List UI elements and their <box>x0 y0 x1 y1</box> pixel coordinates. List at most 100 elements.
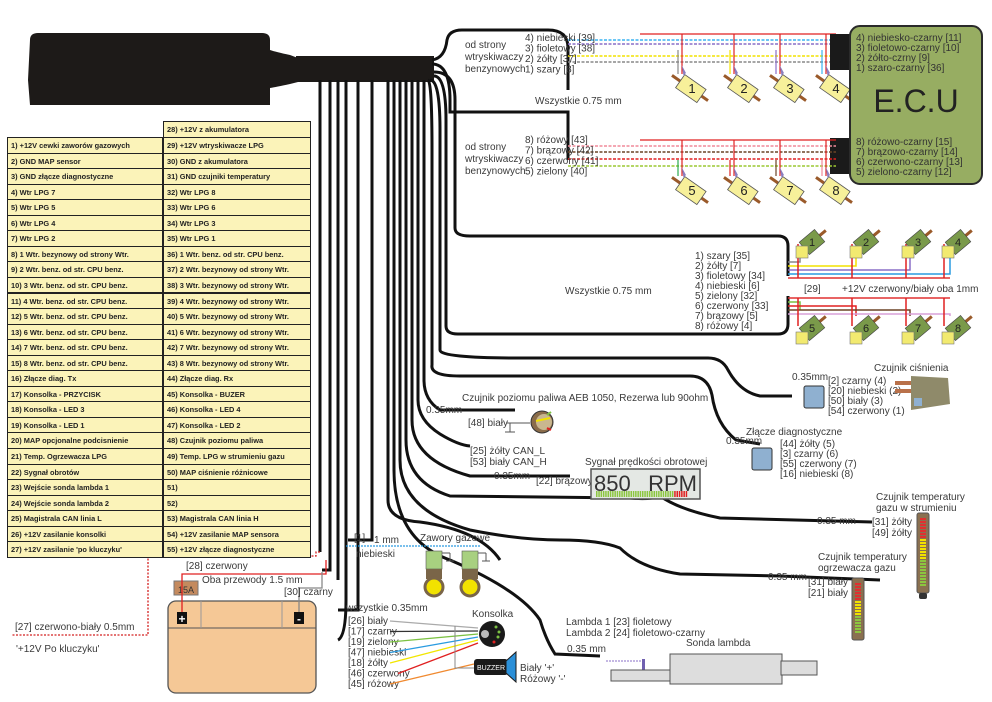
pin-row-right: 32) Wtr LPG 8 <box>163 183 311 201</box>
gas-temp-title-1: Czujnik temperatury <box>876 492 965 503</box>
lpg-injector: 3 <box>901 229 933 259</box>
rpm-bar-segment <box>646 491 649 497</box>
rpm-bar-segment <box>667 491 669 497</box>
pin-row-right: 55) +12V złącze diagnostyczne <box>163 541 311 558</box>
fuel-gauge-icon <box>505 410 554 434</box>
rpm-bar-segment <box>665 491 667 497</box>
console-wire <box>389 633 479 643</box>
injector-number: 5 <box>688 183 695 198</box>
diag-pin-label: [16] niebieski (8) <box>780 469 853 480</box>
console-wire-label: [17] czarny <box>348 627 397 638</box>
rpm-bar-segment <box>651 491 653 497</box>
ecu-pin-label: 5) zielono-czarny [12] <box>856 167 952 178</box>
pin-row-left: 10) 3 Wtr. benz. od str. CPU benz. <box>7 276 163 294</box>
fuel-sensor-title: Czujnik poziomu paliwa AEB 1050, Rezerwa… <box>462 393 708 404</box>
buzzer-pin-minus: Różowy '-' <box>520 674 566 685</box>
injector-number: 2 <box>863 237 869 249</box>
console-wire-label: [47] niebieski <box>348 648 406 659</box>
injector-number: 4 <box>955 237 961 249</box>
pin-row-left: 19) Konsolka - LED 1 <box>7 416 163 434</box>
console-wire <box>389 630 479 633</box>
top-injector-wire-label: 3) fioletowy [38] <box>525 44 595 55</box>
injector-number: 6 <box>863 323 869 335</box>
lpg-wire-bundle <box>788 250 951 316</box>
gas-temp-pin-2: [49] żółty <box>872 528 912 539</box>
lpg-wire-label: 1) szary [35] <box>695 251 750 262</box>
lpg-injector: 4 <box>941 229 973 259</box>
pin-row-left: 21) Temp. Ogrzewacza LPG <box>7 448 163 465</box>
pin-row-left: 2) GND MAP sensor <box>7 152 163 170</box>
fuse-label: 15A <box>178 585 194 595</box>
rpm-bar-segment <box>600 491 603 497</box>
pin-row-left: 17) Konsolka - PRZYCISK <box>7 385 163 403</box>
injector-number: 1 <box>809 237 815 249</box>
pin-row-left: 9) 2 Wtr. benz. od str. CPU benz. <box>7 261 163 278</box>
lpg-injector: 7 <box>901 315 933 345</box>
gas-valve-icons <box>423 550 490 598</box>
valves-title: Zawory gazowe <box>420 533 490 544</box>
main-harness <box>296 56 434 82</box>
injector-number: 3 <box>786 81 793 96</box>
battery-minus-wire-label: [30] czarny <box>284 587 333 598</box>
lpg-gauge-note: Wszystkie 0.75 mm <box>565 286 652 297</box>
heater-temp-sensor-icon <box>851 577 865 641</box>
pin-row-left: 25) Magistrala CAN linia L <box>7 510 163 527</box>
pin-row-right: 47) Konsolka - LED 2 <box>163 416 311 434</box>
console-title: Konsolka <box>472 609 514 620</box>
injector-number: 2 <box>740 81 747 96</box>
rpm-bar-segment <box>655 491 658 497</box>
lambda-title: Sonda lambda <box>686 638 751 649</box>
lpg-injector: 2 <box>849 229 881 259</box>
ignition-wire-label: [27] czerwono-biały 0.5mm <box>15 622 135 633</box>
pin-row-right: 37) 2 Wtr. bezynowy od strony Wtr. <box>163 261 311 278</box>
rpm-bar-segment <box>605 491 607 497</box>
petrol-injector: 3 <box>769 65 807 104</box>
heater-temp-pin-2: [21] biały <box>808 588 848 599</box>
rpm-bar-segment <box>623 491 626 497</box>
rpm-bar-segment <box>628 491 630 497</box>
lpg-injector: 8 <box>941 315 973 345</box>
rpm-bar-segment <box>607 491 609 497</box>
ecu-box <box>849 25 983 185</box>
rpm-bar-segment <box>683 491 685 497</box>
diag-pin-label: [44] żółty (5) <box>780 439 835 450</box>
can-h: [53] biały CAN_H <box>470 457 547 468</box>
pin-row-right: 31) GND czujniki temperatury <box>163 168 311 185</box>
rpm-bar-segment <box>637 491 639 497</box>
pin-row-right: 51) <box>163 479 311 496</box>
petrol-injector: 4 <box>815 65 853 104</box>
lpg-wire-label: 4) niebieski [6] <box>695 281 760 292</box>
top-injector-wire-bundle <box>568 39 836 63</box>
ecu-pin-label: 3) fioletowo-czarny [10] <box>856 43 960 54</box>
lambda-line-1: Lambda 1 [23] fioletowy <box>566 617 672 628</box>
diag-gauge: 0.35mm <box>726 436 762 447</box>
pin-row-left: 23) Wejście sonda lambda 1 <box>7 479 163 496</box>
pin-row-left: 24) Wejście sonda lambda 2 <box>7 494 163 512</box>
lpg-wire-label: 5) zielony [32] <box>695 291 757 302</box>
lpg-injector: 5 <box>795 315 827 345</box>
bottom-injector-side-label: wtryskiwaczy <box>464 154 523 165</box>
bottom-injector-side-label: od strony <box>465 142 506 153</box>
console-wire-label: [46] czerwony <box>348 669 410 680</box>
rpm-bar-segment <box>685 491 688 497</box>
bottom-injector-wire-label: 8) różowy [43] <box>525 135 588 146</box>
top-injector-side-label: benzynowych <box>465 64 526 75</box>
pin-row-left: 22) Sygnał obrotów <box>7 463 163 481</box>
console-wire-label: [26] biały <box>348 616 388 627</box>
pin-row-left: 20) MAP opcjonalne podcisnienie <box>7 432 163 449</box>
ecu-top-pins: 4) niebiesko-czarny [11]3) fioletowo-cza… <box>856 33 962 74</box>
pin-row-left: 13) 6 Wtr. benz. od str. CPU benz. <box>7 323 163 341</box>
diag-plug <box>751 447 773 471</box>
rpm-bar-segment <box>639 491 642 497</box>
fuel-sensor-gauge: 0.35mm <box>426 405 462 416</box>
ecu-pin-label: 8) różowo-czarny [15] <box>856 137 952 148</box>
lambda-gauge: 0.35 mm <box>567 644 606 655</box>
ecu-pin-label: 1) szaro-czarny [36] <box>856 63 945 74</box>
rpm-bar-segment <box>669 491 672 497</box>
pressure-pin-label: [2] czarny (4) <box>828 376 886 387</box>
battery-plus-wire <box>181 560 327 612</box>
pin-row-left: 6) Wtr LPG 4 <box>7 214 163 232</box>
